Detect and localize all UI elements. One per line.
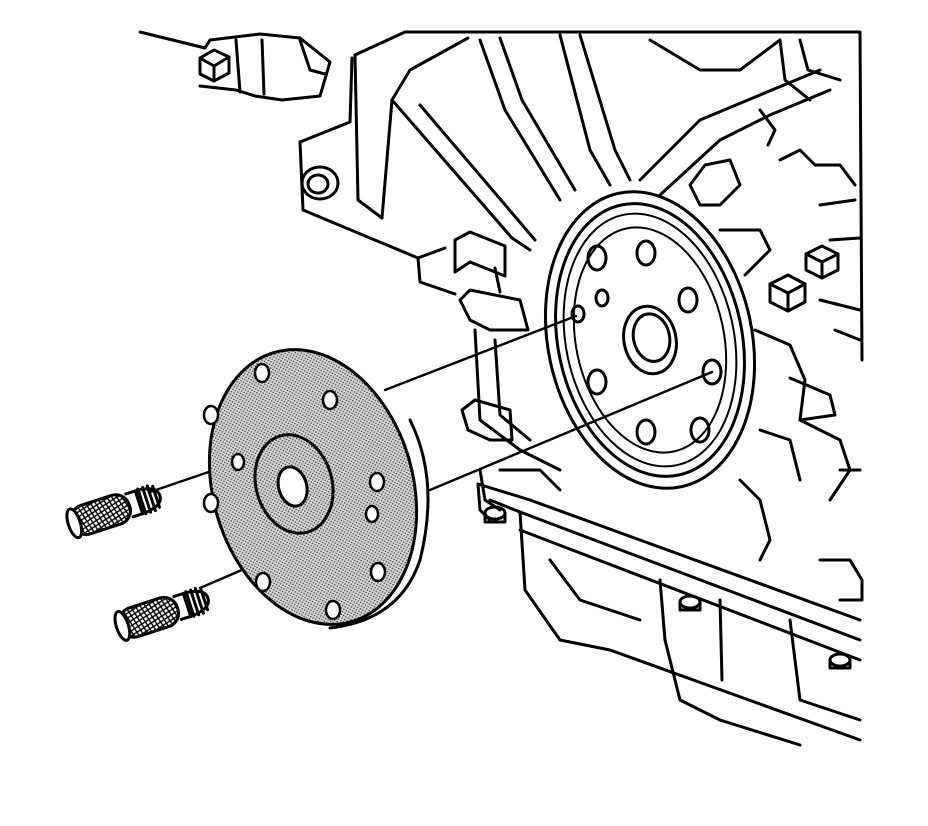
seal-installer-plate [202, 348, 430, 630]
pan-bolt-left [483, 505, 507, 524]
installer-plate-holes [202, 362, 387, 621]
block-bolt-upper [804, 244, 840, 280]
crankshaft-flange [543, 190, 757, 490]
block-bolt-lower [768, 273, 807, 313]
rear-seal-outer [554, 202, 746, 478]
upper-bracket [138, 30, 332, 102]
guide-pin-upper [65, 484, 162, 540]
pan-bolt-right [828, 652, 852, 670]
side-boss [300, 165, 340, 201]
flange-pilot [622, 304, 678, 376]
engine-block [138, 30, 864, 562]
rear-seal-housing [543, 190, 757, 490]
bracket-bolt [198, 48, 231, 83]
oil-pan [476, 468, 864, 747]
flange-face [572, 226, 728, 454]
installer-center-hub [253, 433, 335, 535]
rear-seal-inner [562, 212, 738, 468]
pan-bolt-mid [678, 594, 702, 612]
guide-pin-lower [113, 587, 210, 642]
flange-bolt-holes [570, 239, 723, 446]
